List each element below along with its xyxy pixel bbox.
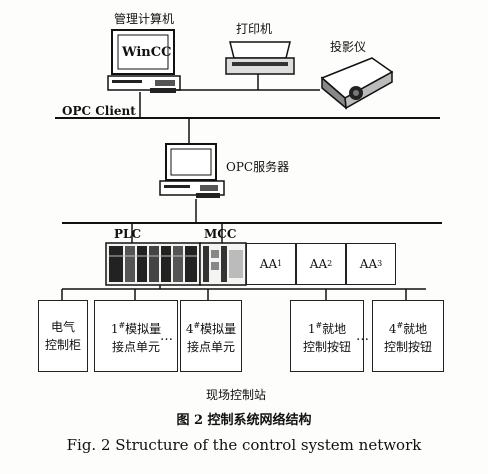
button-unit-1-box: 1#就地控制按钮 [290, 300, 364, 372]
projector-icon [320, 57, 394, 110]
aa3-label: AA [359, 257, 378, 271]
field-station-label: 现场控制站 [206, 388, 267, 402]
wincc-label: WinCC [122, 45, 172, 60]
dots-1: … [160, 329, 173, 344]
button-unit-4-box: 4#就地控制按钮 [372, 300, 444, 372]
button1-text: 就地 [322, 321, 347, 336]
button4-sup: # [396, 320, 404, 330]
printer-icon [225, 41, 295, 75]
button4-number: 4 [388, 321, 397, 336]
plc-rack-icon [105, 242, 201, 286]
button4-text: 就地 [403, 321, 428, 336]
mcc-label: MCC [204, 227, 237, 241]
analog1-sup: # [118, 320, 126, 330]
analog-unit-4-box: 4#模拟量接点单元 [180, 300, 242, 372]
analog4-line2: 接点单元 [186, 339, 235, 354]
dots-2: … [356, 329, 369, 344]
aa2-subscript: 2 [327, 259, 333, 268]
management-computer-icon [107, 29, 181, 93]
mcc-rack-icon [199, 242, 247, 286]
projector-label: 投影仪 [330, 40, 367, 54]
analog1-text: 模拟量 [125, 321, 162, 336]
aa1-label: AA [259, 257, 278, 271]
analog4-text: 模拟量 [200, 321, 237, 336]
cabinet-line2: 控制柜 [44, 338, 81, 352]
button1-sup: # [315, 320, 323, 330]
cabinet-line1: 电气 [50, 320, 75, 334]
plc-label: PLC [114, 227, 142, 241]
caption-en: Fig. 2 Structure of the control system n… [66, 436, 422, 454]
printer-label: 打印机 [236, 22, 273, 36]
analog-unit-1-box: 1#模拟量接点单元 [94, 300, 178, 372]
aa3-subscript: 3 [377, 259, 383, 268]
analog1-number: 1 [110, 321, 119, 336]
analog4-number: 4 [185, 321, 194, 336]
button4-line2: 控制按钮 [383, 339, 432, 354]
analog4-sup: # [193, 320, 201, 330]
button1-number: 1 [307, 321, 316, 336]
electrical-cabinet-box: 电气控制柜 [38, 300, 88, 372]
aa1-subscript: 1 [277, 259, 283, 268]
opc-client-label: OPC Client [62, 104, 136, 118]
management-pc-label: 管理计算机 [114, 12, 175, 26]
analog1-line2: 接点单元 [111, 339, 160, 354]
aa2-label: AA [309, 257, 328, 271]
caption-cn: 图 2 控制系统网络结构 [176, 413, 312, 428]
opc-server-icon [159, 143, 225, 198]
button1-line2: 控制按钮 [302, 339, 351, 354]
opc-server-label: OPC服务器 [226, 160, 290, 174]
